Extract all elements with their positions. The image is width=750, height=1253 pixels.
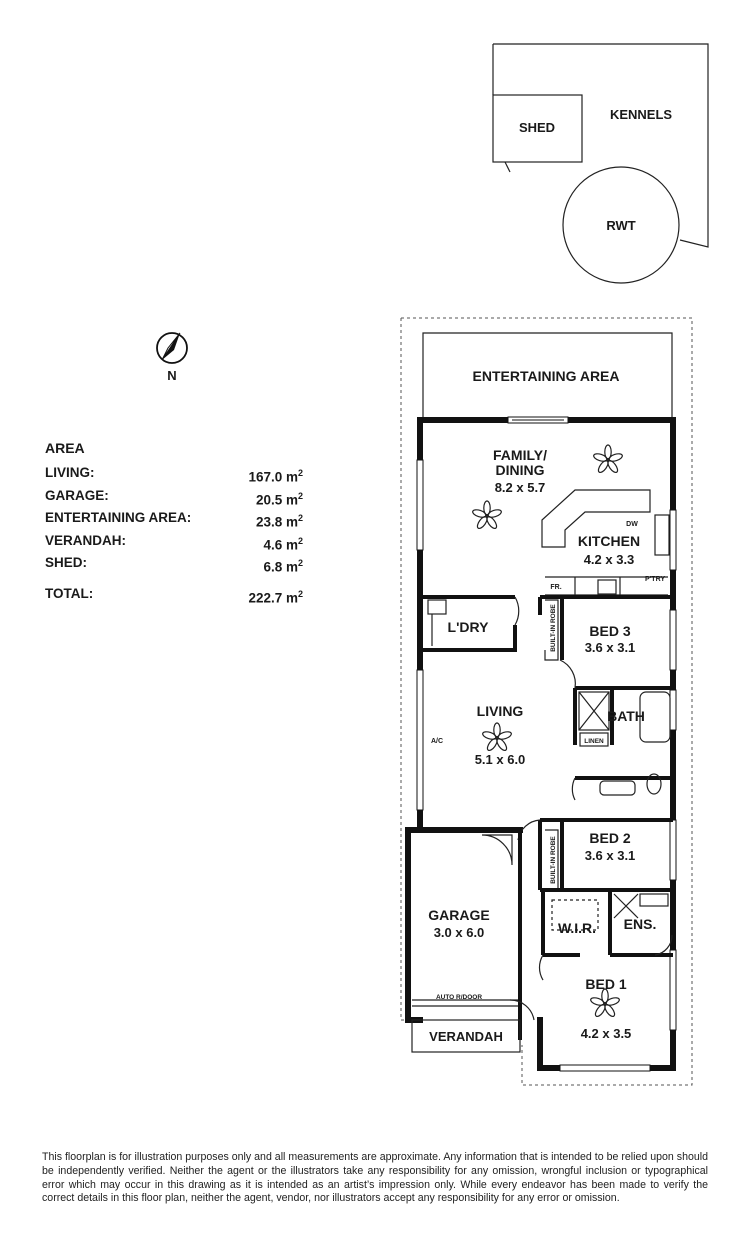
area-total-label: TOTAL: <box>45 585 94 601</box>
kitchen-label: KITCHEN <box>578 533 640 549</box>
bed3-label: BED 3 <box>589 623 630 639</box>
area-row: ENTERTAINING AREA: 23.8 m2 <box>45 509 303 532</box>
family-size: 8.2 x 5.7 <box>495 480 546 495</box>
ceiling-fan-icon <box>592 444 624 475</box>
area-row-unit: 2 <box>297 558 303 568</box>
disclaimer-text: This floorplan is for illustration purpo… <box>42 1151 708 1205</box>
ceiling-fan-icon <box>481 722 513 753</box>
dishwasher-label: DW <box>626 521 638 528</box>
bed2-robe-label: BUILT-IN ROBE <box>550 836 557 884</box>
area-row: VERANDAH: 4.6 m2 <box>45 532 303 555</box>
area-row-value: 20.5 m <box>255 492 298 507</box>
ceiling-fan-icon <box>589 988 621 1019</box>
area-row-unit: 2 <box>297 535 303 546</box>
area-row-label: VERANDAH: <box>45 532 126 548</box>
entertaining-outline <box>422 332 673 420</box>
kennels-label: KENNELS <box>610 107 672 122</box>
family-label: FAMILY/ <box>493 447 547 463</box>
living-size: 5.1 x 6.0 <box>475 752 526 767</box>
aircon-label: A/C <box>431 738 443 745</box>
fridge-label: FR. <box>550 584 561 591</box>
kitchen-size: 4.2 x 3.3 <box>584 552 635 567</box>
area-row-unit: 2 <box>297 468 303 478</box>
shed-label: SHED <box>519 120 555 135</box>
dining-label: DINING <box>496 462 545 478</box>
compass-label: N <box>167 368 176 383</box>
area-row-unit: 2 <box>297 490 303 501</box>
area-row: LIVING: 167.0 m2 <box>45 464 303 487</box>
rwt-outline <box>562 166 680 284</box>
exterior-walls <box>405 417 676 1071</box>
auto-door-label: AUTO R/DOOR <box>436 994 482 1001</box>
boundary-line <box>400 317 693 1086</box>
ceiling-fan-icon <box>471 500 503 531</box>
pantry-label: P'TRY <box>645 576 665 583</box>
bed1-label: BED 1 <box>585 976 626 992</box>
area-summary: AREA LIVING: 167.0 m2 GARAGE: 20.5 m2 EN… <box>45 440 303 607</box>
laundry-label: L'DRY <box>448 619 490 635</box>
area-row-label: LIVING: <box>45 465 95 480</box>
area-total-value: 222.7 m <box>248 590 298 605</box>
bath-label: BATH <box>607 708 645 724</box>
area-row-value: 6.8 m <box>263 559 298 575</box>
area-title: AREA <box>45 440 85 456</box>
area-row-value: 4.6 m <box>263 537 298 552</box>
bed1-size: 4.2 x 3.5 <box>581 1026 632 1041</box>
shed-outline <box>492 94 583 163</box>
bed2-label: BED 2 <box>589 830 630 846</box>
rwt-label: RWT <box>606 218 635 233</box>
wir-label: W.I.R. <box>558 920 596 936</box>
area-row-label: ENTERTAINING AREA: <box>45 510 192 525</box>
north-compass-icon <box>156 332 188 364</box>
verandah-label: VERANDAH <box>429 1029 503 1044</box>
interior-walls <box>411 489 673 1053</box>
yard-area <box>492 43 709 284</box>
garage-label: GARAGE <box>428 907 489 923</box>
area-row-value: 23.8 m <box>255 514 298 530</box>
area-row-label: GARAGE: <box>45 487 109 503</box>
entertaining-label: ENTERTAINING AREA <box>473 368 620 384</box>
ensuite-label: ENS. <box>624 916 657 932</box>
garage-size: 3.0 x 6.0 <box>434 925 485 940</box>
area-row: SHED: 6.8 m2 <box>45 554 303 577</box>
bed3-robe-label: BUILT-IN ROBE <box>550 604 557 652</box>
area-row: GARAGE: 20.5 m2 <box>45 487 303 510</box>
area-row-value: 167.0 m <box>248 469 298 485</box>
area-total-unit: 2 <box>297 588 303 599</box>
bed2-size: 3.6 x 3.1 <box>585 848 636 863</box>
living-label: LIVING <box>477 703 524 719</box>
area-row-label: SHED: <box>45 555 88 570</box>
linen-label: LINEN <box>584 738 604 745</box>
windows <box>416 416 677 1072</box>
area-total-row: TOTAL: 222.7 m2 <box>45 585 303 608</box>
area-row-unit: 2 <box>297 513 303 523</box>
bed3-size: 3.6 x 3.1 <box>585 640 636 655</box>
